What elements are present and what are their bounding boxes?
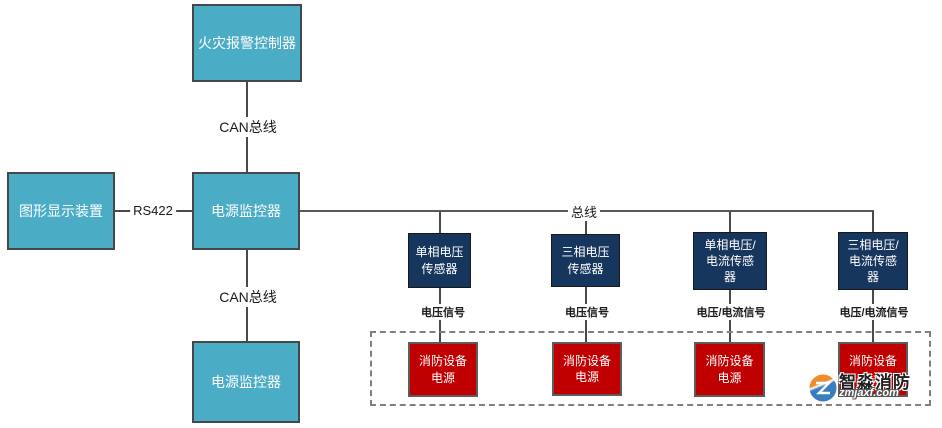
node-label: 三相电压/ 电流传感 器 [847,237,899,285]
node-label: 电源监控器 [211,202,281,219]
watermark: 智淼消防 zmjaxf.com [808,370,938,406]
edge-label-can-bus-top: CAN总线 [216,117,280,137]
node-sensor-single-phase-voltage: 单相电压 传感器 [408,233,471,288]
node-sensor-three-phase-voltage: 三相电压 传感器 [551,234,620,287]
signal-label-4: 电压/电流信号 [836,304,912,320]
bus-drop-1 [439,211,441,233]
edge-label-bus: 总线 [567,202,601,221]
bus-drop-4 [872,211,874,232]
node-label: 消防设备 电源 [705,354,754,385]
node-label: 消防设备 电源 [562,353,611,384]
node-label: 消防设备 电源 [848,354,897,385]
node-label: 消防设备 电源 [418,354,467,385]
node-sensor-three-phase-voltage-current: 三相电压/ 电流传感 器 [838,232,908,290]
edge-label-can-bus-bottom: CAN总线 [216,287,280,307]
edge-label-rs422: RS422 [130,203,176,218]
node-label: 单相电压 传感器 [415,245,464,276]
node-label: 图形显示装置 [19,202,103,219]
watermark-brand: 智淼消防 [839,373,911,392]
node-label: 电源监控器 [211,373,281,390]
node-graphic-display: 图形显示装置 [7,172,115,250]
node-fire-alarm-controller: 火灾报警控制器 [192,4,302,82]
signal-label-2: 电压信号 [562,304,612,320]
node-label: 单相电压/ 电流传感 器 [704,237,756,285]
node-power-monitor-bottom: 电源监控器 [192,341,300,423]
node-label: 火灾报警控制器 [198,34,296,51]
node-fire-device-power-3: 消防设备 电源 [694,342,765,397]
zhimiao-logo-icon [808,373,838,403]
fire-device-group-outline [370,331,931,406]
node-sensor-single-phase-voltage-current: 单相电压/ 电流传感 器 [693,232,767,290]
node-power-monitor-top: 电源监控器 [192,172,300,250]
bus-drop-3 [729,211,731,232]
signal-label-1: 电压信号 [418,304,468,320]
node-fire-device-power-2: 消防设备 电源 [552,342,622,396]
watermark-url: zmjaxf.com [839,387,899,399]
signal-label-3: 电压/电流信号 [693,304,769,320]
node-fire-device-power-4: 消防设备 电源 [838,342,908,397]
node-label: 三相电压 传感器 [561,245,610,276]
node-fire-device-power-1: 消防设备 电源 [408,342,478,397]
bus-drop-2 [585,211,587,234]
